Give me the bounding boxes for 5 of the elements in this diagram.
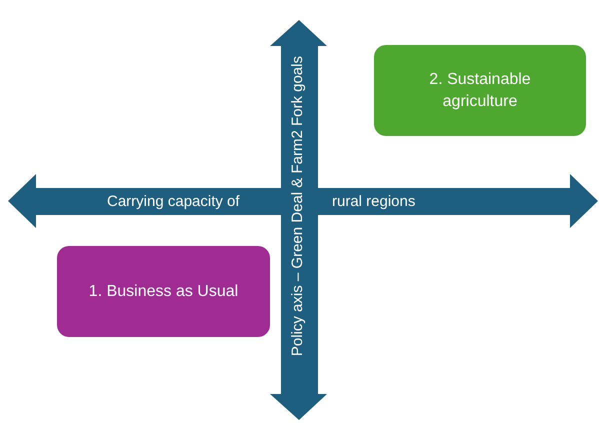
quadrant-box: 1. Business as Usual <box>57 246 270 337</box>
quadrant-box: 2. Sustainable agriculture <box>374 45 586 136</box>
axis-label: Policy axis – Green Deal & Farm2 Fork goals <box>290 56 305 356</box>
axis-label: rural regions <box>332 194 416 209</box>
axis-label: Carrying capacity of <box>107 194 240 209</box>
